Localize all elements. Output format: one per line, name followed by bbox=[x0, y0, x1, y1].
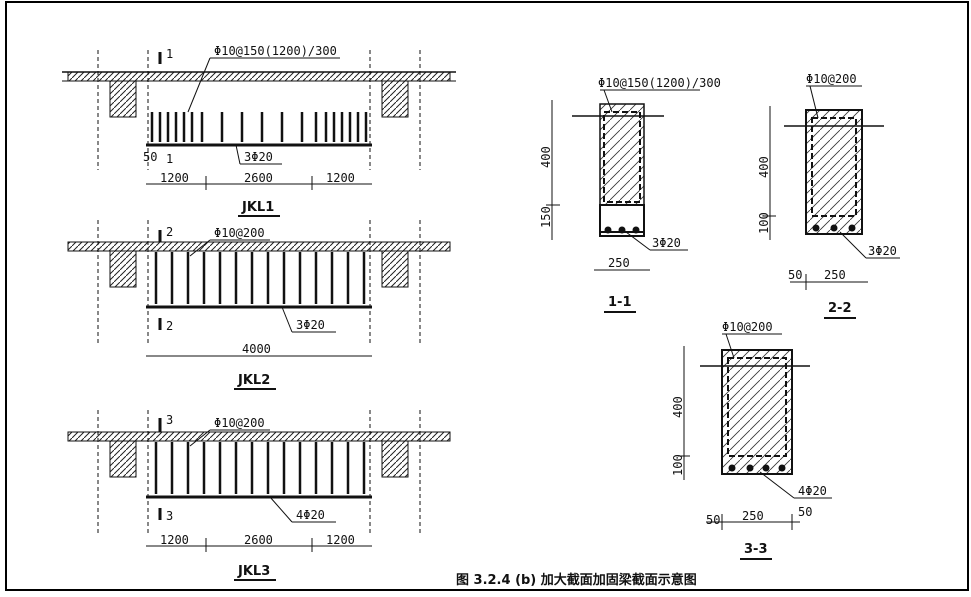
section-2-2: 400 100 Φ10@200 3Φ20 50 250 2-2 bbox=[757, 72, 900, 319]
stirrup-label: Φ10@200 bbox=[806, 72, 857, 86]
dim-width: 250 bbox=[742, 509, 764, 523]
dim-middle: 2600 bbox=[244, 533, 273, 547]
section-mark-bottom: 2 bbox=[166, 319, 173, 333]
dim-50: 50 bbox=[143, 150, 157, 164]
column-left bbox=[109, 250, 137, 288]
stirrup-label: Φ10@200 bbox=[214, 226, 265, 240]
stirrup-label: Φ10@200 bbox=[722, 320, 773, 334]
dim-side-left: 50 bbox=[706, 513, 720, 527]
section-3-3: 400 100 Φ10@200 4Φ20 50 250 50 3-3 bbox=[671, 320, 832, 560]
bottom-bar-label: 4Φ20 bbox=[296, 508, 325, 522]
dim-height: 400 bbox=[671, 396, 685, 418]
dim-side: 50 bbox=[788, 268, 802, 282]
dim-right: 1200 bbox=[326, 533, 355, 547]
section-mark-top: 3 bbox=[166, 413, 173, 427]
section-mark-top: 2 bbox=[166, 225, 173, 239]
dim-total: 4000 bbox=[242, 342, 271, 356]
section-1-1: 400 150 Φ10@150(1200)/300 3Φ20 250 1-1 bbox=[539, 76, 721, 313]
column-right bbox=[381, 250, 409, 288]
column-right bbox=[381, 80, 409, 118]
beam-jkl3-elevation: 3 3 Φ10@200 4Φ20 1200 2600 1200 JKL3 bbox=[67, 410, 451, 581]
beam-jkl2-elevation: 2 2 Φ10@200 3Φ20 4000 JKL2 bbox=[67, 220, 451, 390]
column-left bbox=[109, 80, 137, 118]
slab bbox=[67, 71, 451, 82]
column-left bbox=[109, 440, 137, 478]
dim-right: 1200 bbox=[326, 171, 355, 185]
bar-label: 4Φ20 bbox=[798, 484, 827, 498]
bar-label: 3Φ20 bbox=[652, 236, 681, 250]
dim-added: 100 bbox=[757, 212, 771, 234]
dim-height: 400 bbox=[757, 156, 771, 178]
section-mark-bottom: 1 bbox=[166, 152, 173, 166]
dim-side-right: 50 bbox=[798, 505, 812, 519]
beam-jkl1-elevation: 1 1 50 Φ10@150(1200)/300 3Φ20 1200 2600 … bbox=[62, 44, 456, 217]
dim-middle: 2600 bbox=[244, 171, 273, 185]
slab bbox=[67, 241, 451, 252]
dim-left: 1200 bbox=[160, 171, 189, 185]
section-title: 1-1 bbox=[608, 295, 632, 310]
stirrup-label: Φ10@150(1200)/300 bbox=[214, 44, 337, 58]
dim-added: 100 bbox=[671, 454, 685, 476]
sheet-border bbox=[5, 1, 969, 591]
dim-left: 1200 bbox=[160, 533, 189, 547]
slab bbox=[67, 431, 451, 442]
dim-width: 250 bbox=[824, 268, 846, 282]
bottom-bar-label: 3Φ20 bbox=[244, 150, 273, 164]
dim-width: 250 bbox=[608, 256, 630, 270]
stirrup-label: Φ10@200 bbox=[214, 416, 265, 430]
bottom-bar-label: 3Φ20 bbox=[296, 318, 325, 332]
section-mark-top: 1 bbox=[166, 47, 173, 61]
beam-title: JKL2 bbox=[237, 373, 270, 388]
beam-title: JKL1 bbox=[241, 200, 274, 215]
figure-caption: 图 3.2.4 (b) 加大截面加固梁截面示意图 bbox=[456, 572, 697, 588]
dim-added: 150 bbox=[539, 206, 553, 228]
section-title: 2-2 bbox=[828, 301, 852, 316]
column-right bbox=[381, 440, 409, 478]
section-mark-bottom: 3 bbox=[166, 509, 173, 523]
section-title: 3-3 bbox=[744, 542, 768, 557]
bar-label: 3Φ20 bbox=[868, 244, 897, 258]
dim-height: 400 bbox=[539, 146, 553, 168]
stirrup-label: Φ10@150(1200)/300 bbox=[598, 76, 721, 90]
beam-title: JKL3 bbox=[237, 564, 270, 579]
